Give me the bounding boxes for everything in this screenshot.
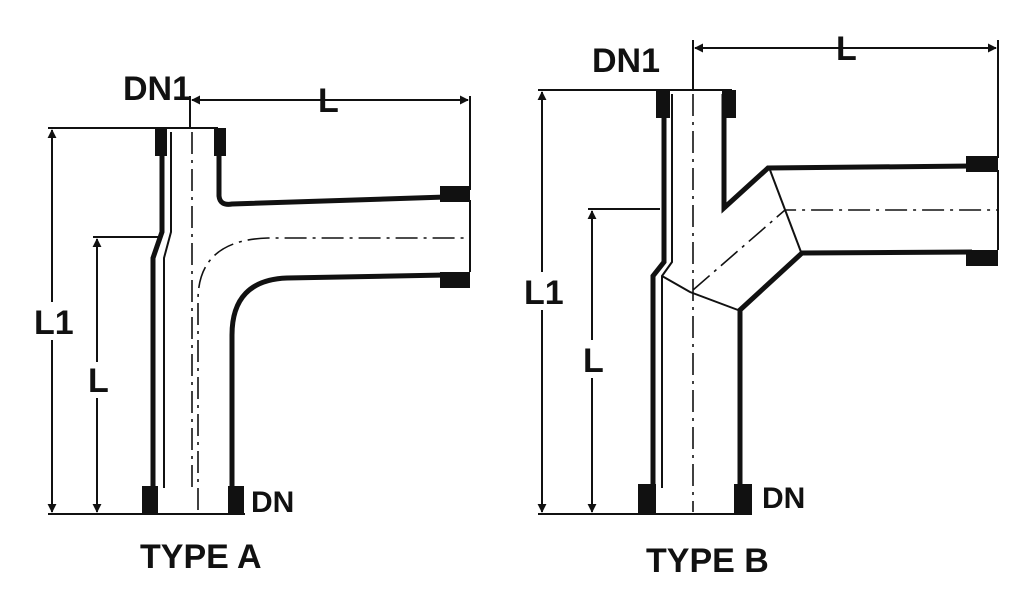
type-b-lower-wall	[737, 249, 973, 488]
type-a-bottom-flange-right	[228, 486, 244, 514]
type-a-bottom-flange-left	[142, 486, 158, 514]
type-a-branch-flange-top	[440, 186, 470, 202]
type-b-main-left-wall	[650, 94, 667, 488]
type-a-l1-label-bg	[32, 302, 72, 340]
type-b-l-horizontal-label: L	[836, 30, 857, 68]
type-b-l1-label: L1	[524, 274, 564, 312]
type-a-l-horizontal-label: L	[318, 82, 339, 120]
type-b-junction-upper-line	[769, 169, 802, 253]
type-a-centerline	[191, 132, 470, 510]
type-b-branch-flange-bottom	[966, 250, 998, 266]
type-b-centerline	[692, 94, 998, 512]
type-b-dn-label: DN	[762, 482, 805, 515]
type-b-l-vertical-label: L	[583, 342, 604, 380]
type-b-drawing: DN1 DN L L L1 TYPE B	[522, 30, 999, 580]
type-a-upper-wall	[216, 132, 447, 207]
type-b-top-flange-right	[722, 90, 736, 118]
type-a-dn1-label: DN1	[123, 70, 191, 108]
type-b-inner-left-wall	[661, 94, 673, 488]
type-b-bottom-flange-left	[638, 484, 656, 514]
type-b-bottom-flange-right	[734, 484, 752, 514]
type-b-upper-wall	[721, 94, 973, 214]
type-a-top-flange-right	[214, 128, 226, 156]
type-b-top-flange-left	[656, 90, 670, 118]
type-a-dn-label: DN	[251, 486, 294, 519]
type-a-top-flange-left	[155, 128, 167, 156]
type-b-l-vertical-label-bg	[579, 340, 605, 378]
type-a-caption: TYPE A	[140, 538, 262, 576]
type-b-l1-label-bg	[522, 272, 562, 310]
type-a-branch-flange-bottom	[440, 272, 470, 288]
type-a-inner-left-wall	[163, 132, 172, 488]
type-b-branch-flange-top	[966, 156, 998, 172]
type-a-main-left-wall	[150, 132, 165, 488]
type-a-l-vertical-label-bg	[84, 362, 110, 398]
type-a-drawing: DN1 DN L L L1 TYPE A	[32, 70, 471, 576]
type-a-l-vertical-label: L	[88, 362, 109, 400]
type-a-lower-wall	[229, 272, 447, 488]
type-a-l1-label: L1	[34, 304, 74, 342]
type-b-junction-lower-line	[661, 275, 739, 311]
type-b-dn1-label: DN1	[592, 42, 660, 80]
type-b-caption: TYPE B	[646, 542, 769, 580]
